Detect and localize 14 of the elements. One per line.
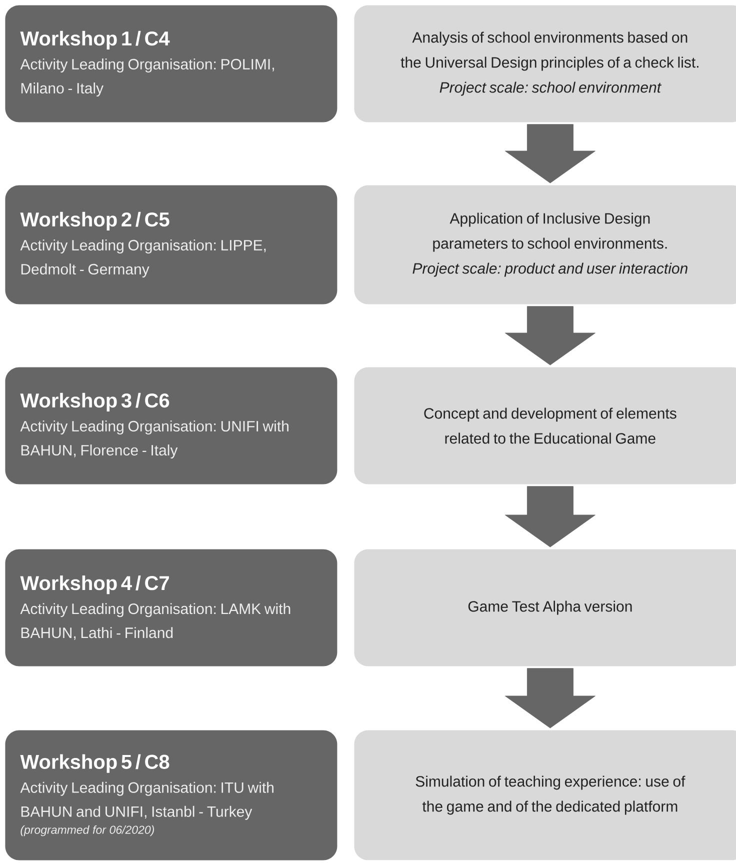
arrow	[504, 306, 596, 366]
workshop-box: Workshop 5 / C8 Activity Leading Organisation: ITU with BAHUN and UNIFI, Istanbl - Turkey (programmed for 06/2020)	[5, 730, 338, 860]
workshop-box: Workshop 2 / C5 Activity Leading Organisation: LIPPE, Dedmolt - Germany	[5, 185, 338, 304]
activity-box: Game Test Alpha version	[354, 549, 736, 666]
arrow	[504, 668, 596, 728]
workshop-box: Workshop 1 / C4 Activity Leading Organisation: POLIMI, Milano - Italy	[5, 5, 338, 122]
workshop-box: Workshop 3 / C6 Activity Leading Organisation: UNIFI with BAHUN, Florence - Italy	[5, 367, 338, 484]
activity-box: Concept and development of elements related to the Educational Game	[354, 367, 736, 484]
activity-box: Analysis of school environments based on the Universal Design principles of a check list. Project scale: school environment	[354, 5, 736, 122]
arrow	[504, 124, 596, 184]
workshop-box: Workshop 4 / C7 Activity Leading Organisation: LAMK with BAHUN, Lathi - Finland	[5, 549, 338, 666]
activity-box: Application of Inclusive Design parameters to school environments. Project scale: product and user interaction	[354, 185, 736, 304]
activity-box: Simulation of teaching experience: use of the game and of the dedicated platform	[354, 730, 736, 860]
arrow	[504, 486, 596, 548]
